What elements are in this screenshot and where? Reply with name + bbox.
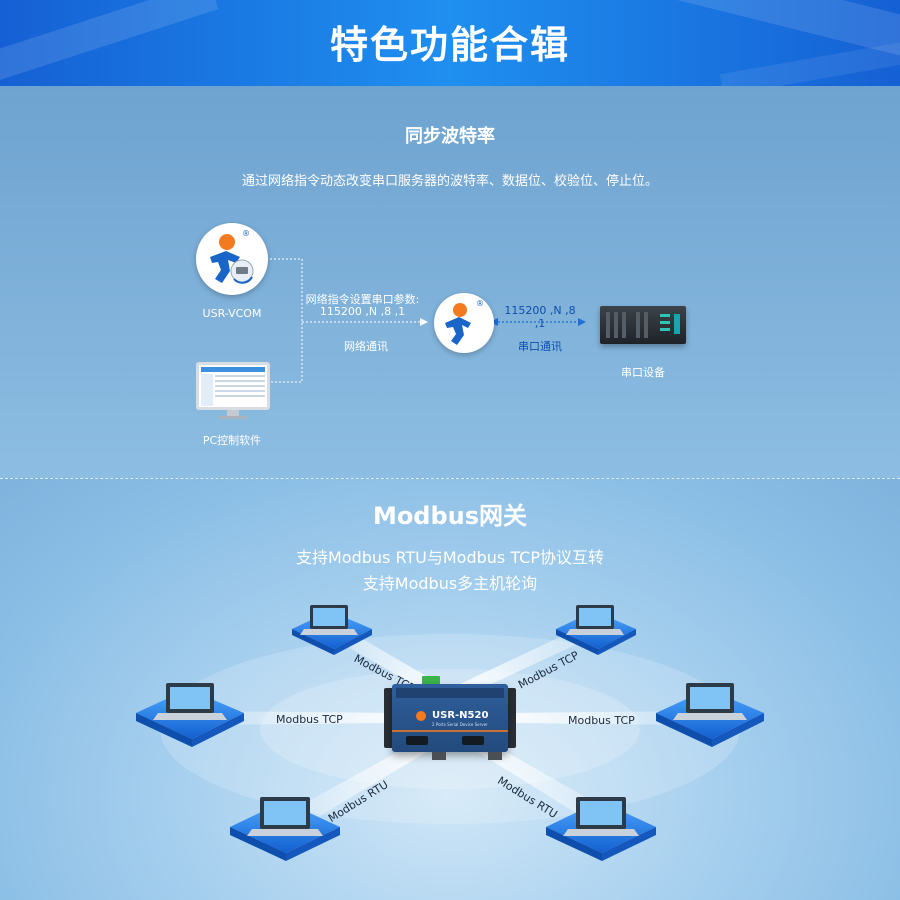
device-subtitle: 2 Ports Serial Device Server <box>432 722 488 727</box>
serial-server-logo: ® <box>434 293 494 353</box>
running-man-icon <box>210 234 254 284</box>
usr-vcom-label: USR-VCOM <box>202 307 262 320</box>
plc-device-icon <box>600 306 686 344</box>
section-divider <box>0 478 900 479</box>
device-logo-icon <box>416 711 426 721</box>
usr-n520-device: USR-N520 2 Ports Serial Device Server <box>384 676 516 760</box>
terminal-block <box>422 676 440 686</box>
network-command-params: 115200 ,N ,8 ,1 <box>319 305 406 318</box>
serial-port-2 <box>462 736 484 745</box>
registered-mark: ® <box>476 299 484 308</box>
laptop-icon-top-right <box>566 605 624 635</box>
connector-lines <box>270 258 586 383</box>
baud-section-description: 通过网络指令动态改变串口服务器的波特率、数据位、校验位、停止位。 <box>241 174 658 189</box>
serial-params-label: 115200 ,N ,8 ,1 <box>504 304 576 330</box>
network-command-label: 网络指令设置串口参数: <box>305 293 420 306</box>
laptop-icon-top-left <box>300 605 358 635</box>
registered-mark: ® <box>242 229 250 238</box>
modbus-line-1: 支持Modbus RTU与Modbus TCP协议互转 <box>295 548 605 567</box>
page-title: 特色功能合辑 <box>329 23 570 67</box>
network-comm-label: 网络通讯 <box>344 340 388 353</box>
modbus-line-2: 支持Modbus多主机轮询 <box>362 574 538 593</box>
link-label-mid-right: Modbus TCP <box>568 714 635 727</box>
laptop-icon-mid-right <box>673 683 747 720</box>
link-label-mid-left: Modbus TCP <box>276 713 343 726</box>
laptop-icon-bottom-left <box>247 797 323 836</box>
running-man-icon <box>445 303 471 345</box>
header-banner: 特色功能合辑 <box>0 0 900 86</box>
modbus-section-title: Modbus网关 <box>372 502 528 530</box>
serial-comm-label: 串口通讯 <box>518 340 562 353</box>
pc-control-label: PC控制软件 <box>202 434 262 447</box>
serial-port-1 <box>406 736 428 745</box>
baud-section <box>0 86 900 478</box>
laptop-icon-bottom-right <box>563 797 639 836</box>
baud-section-title: 同步波特率 <box>405 126 495 147</box>
pc-monitor-icon <box>196 362 270 422</box>
serial-device-label: 串口设备 <box>621 366 665 379</box>
laptop-icon-mid-left <box>153 683 227 720</box>
usr-vcom-logo: ® <box>196 223 268 295</box>
device-name: USR-N520 <box>432 710 489 721</box>
